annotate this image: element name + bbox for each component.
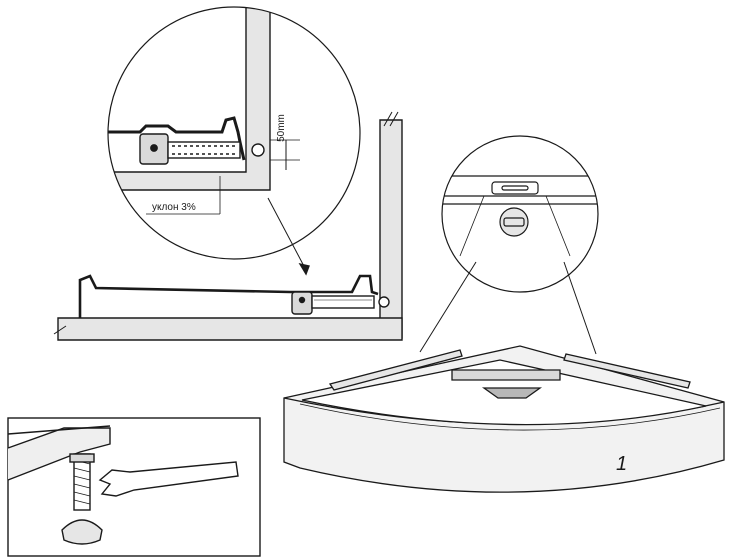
drain-plug-slot (503, 217, 525, 227)
rail-left (328, 349, 463, 391)
tray-drain-cover (481, 387, 543, 399)
corner-tray-perspective: 1 (283, 345, 725, 493)
detail-pointer-right (545, 195, 571, 257)
leg-foot (61, 519, 103, 545)
tray-wall-cross-section (53, 111, 403, 341)
tray-drain-recess (451, 369, 561, 381)
part-number-label: 1 (616, 453, 627, 475)
detail-link-left (419, 261, 477, 353)
detail-pipe-end (251, 143, 265, 157)
detail-pipe (167, 141, 241, 159)
drain-detail-magnifier: 50mm уклон 3% (107, 6, 361, 260)
leg-nut (69, 453, 95, 463)
detail-link-right (563, 261, 597, 355)
drain-slot-outer (491, 181, 539, 195)
drain-pipe (311, 295, 375, 309)
detail-wall (108, 7, 271, 191)
detail-pointer-left (459, 195, 485, 257)
tray-front-curve (299, 403, 721, 431)
inset-tray-underside (7, 427, 111, 481)
floor-break-mark (53, 325, 67, 335)
height-dimension-label: 50mm (276, 114, 287, 142)
wall-break-mark-2 (389, 111, 399, 127)
detail-tray-profile (108, 116, 246, 161)
rail-right (563, 353, 691, 389)
drain-cover-detail (419, 135, 599, 355)
magnifier-pointer-head (298, 262, 310, 276)
slope-label: уклон 3% (152, 202, 196, 213)
floor-slab (57, 317, 403, 341)
adjustable-leg-inset (7, 417, 261, 557)
detail-drain-center (150, 144, 158, 152)
drain-slot-inner (501, 185, 529, 191)
detail-circle-outline (107, 6, 361, 260)
wrench (98, 461, 239, 497)
drain-pipe-outlet (378, 296, 390, 308)
magnifier-pointer (267, 197, 307, 271)
inset-tray-edge (7, 425, 111, 435)
tray-profile (78, 274, 379, 318)
wall-break-mark (383, 111, 393, 127)
drain-plug (499, 207, 529, 237)
drain-trap-center (298, 296, 306, 304)
